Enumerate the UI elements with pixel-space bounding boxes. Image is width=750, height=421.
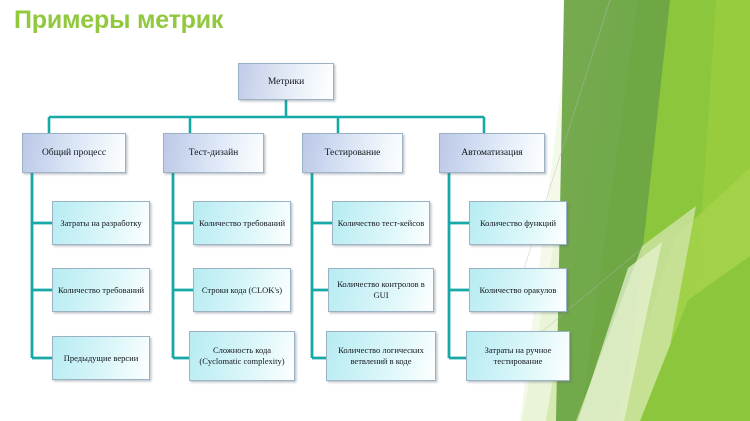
node-leaf-3-2-label: Количество контролов в GUI	[337, 279, 425, 300]
node-branch-3-label: Тестирование	[324, 148, 381, 158]
node-branch-2[interactable]: Тест-дизайн	[163, 133, 264, 173]
node-branch-1-label: Общий процесс	[41, 148, 107, 158]
node-leaf-3-3-label: Количество логических ветвлений в коде	[338, 345, 424, 366]
node-leaf-3-1[interactable]: Количество тест-кейсов	[332, 201, 430, 245]
node-leaf-2-1[interactable]: Количество требований	[193, 201, 291, 245]
node-leaf-2-3[interactable]: Сложность кода (Cyclomatic complexity)	[189, 331, 295, 381]
node-branch-4[interactable]: Автоматизация	[439, 133, 545, 173]
node-leaf-2-1-label: Количество требований	[199, 217, 285, 228]
node-leaf-4-1[interactable]: Количество функций	[469, 201, 567, 245]
node-leaf-2-2[interactable]: Строки кода (CLOK's)	[193, 268, 291, 312]
node-leaf-1-3[interactable]: Предыдущие версии	[52, 336, 150, 380]
node-leaf-1-1[interactable]: Затраты на разработку	[52, 201, 150, 245]
node-leaf-1-3-label: Предыдущие версии	[63, 352, 139, 363]
node-branch-3[interactable]: Тестирование	[302, 133, 403, 173]
node-leaf-1-2[interactable]: Количество требований	[52, 268, 150, 312]
node-leaf-3-1-label: Количество тест-кейсов	[337, 217, 425, 228]
node-leaf-4-1-label: Количество функций	[479, 217, 557, 228]
node-leaf-4-3[interactable]: Затраты на ручное тестирование	[466, 331, 570, 381]
node-leaf-4-2-label: Количество оракулов	[479, 284, 557, 295]
node-branch-4-label: Автоматизация	[461, 148, 523, 158]
node-root-label: Метрики	[267, 76, 305, 87]
node-leaf-4-3-label: Затраты на ручное тестирование	[484, 345, 552, 366]
page-title: Примеры метрик	[14, 6, 224, 34]
node-leaf-1-2-label: Количество требований	[58, 284, 144, 295]
node-leaf-2-2-label: Строки кода (CLOK's)	[201, 284, 283, 295]
node-leaf-4-2[interactable]: Количество оракулов	[469, 268, 567, 312]
node-leaf-3-3[interactable]: Количество логических ветвлений в коде	[326, 331, 436, 381]
node-leaf-3-2[interactable]: Количество контролов в GUI	[328, 268, 434, 312]
node-leaf-1-1-label: Затраты на разработку	[60, 217, 142, 228]
node-root[interactable]: Метрики	[238, 63, 334, 100]
node-branch-1[interactable]: Общий процесс	[22, 133, 126, 173]
node-branch-2-label: Тест-дизайн	[188, 148, 239, 158]
node-leaf-2-3-label: Сложность кода (Cyclomatic complexity)	[199, 345, 285, 366]
